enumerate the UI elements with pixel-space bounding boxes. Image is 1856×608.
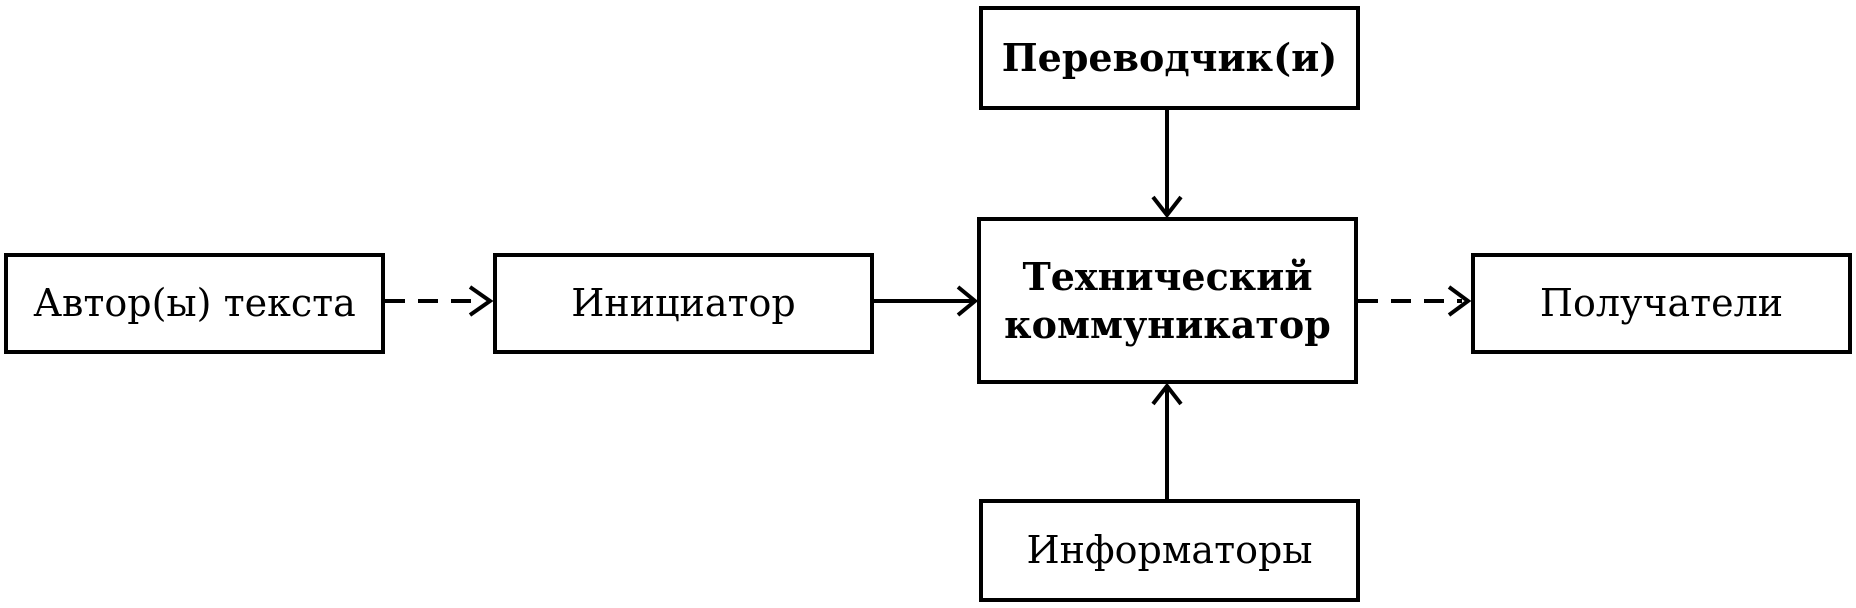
edge-translator-to-technical-communicator-arrowhead (1151, 195, 1183, 219)
edge-author-to-initiator-arrowhead (468, 285, 494, 317)
node-recipients: Получатели (1471, 253, 1852, 354)
edge-informers-to-technical-communicator-arrowhead (1151, 382, 1183, 406)
edge-initiator-to-technical-communicator-arrowhead (956, 285, 979, 317)
node-recipients-label: Получатели (1539, 280, 1784, 325)
node-translator: Переводчик(и) (979, 6, 1360, 110)
edge-technical-communicator-to-recipients (1358, 285, 1472, 317)
node-informers-label: Информаторы (1026, 527, 1313, 572)
node-author-label: Автор(ы) текста (33, 280, 356, 325)
edge-informers-to-technical-communicator (1151, 382, 1183, 499)
node-translator-label: Переводчик(и) (1001, 35, 1338, 81)
node-informers: Информаторы (979, 499, 1360, 602)
edge-technical-communicator-to-recipients-arrowhead (1447, 285, 1472, 317)
node-technical-communicator: Технический коммуникатор (977, 217, 1358, 384)
node-technical-communicator-label: Технический коммуникатор (1004, 254, 1331, 347)
edge-initiator-to-technical-communicator (874, 285, 979, 317)
node-initiator-label: Инициатор (571, 280, 796, 325)
edge-author-to-initiator (385, 285, 494, 317)
edge-translator-to-technical-communicator (1151, 110, 1183, 219)
node-author: Автор(ы) текста (4, 253, 385, 354)
node-initiator: Инициатор (493, 253, 874, 354)
